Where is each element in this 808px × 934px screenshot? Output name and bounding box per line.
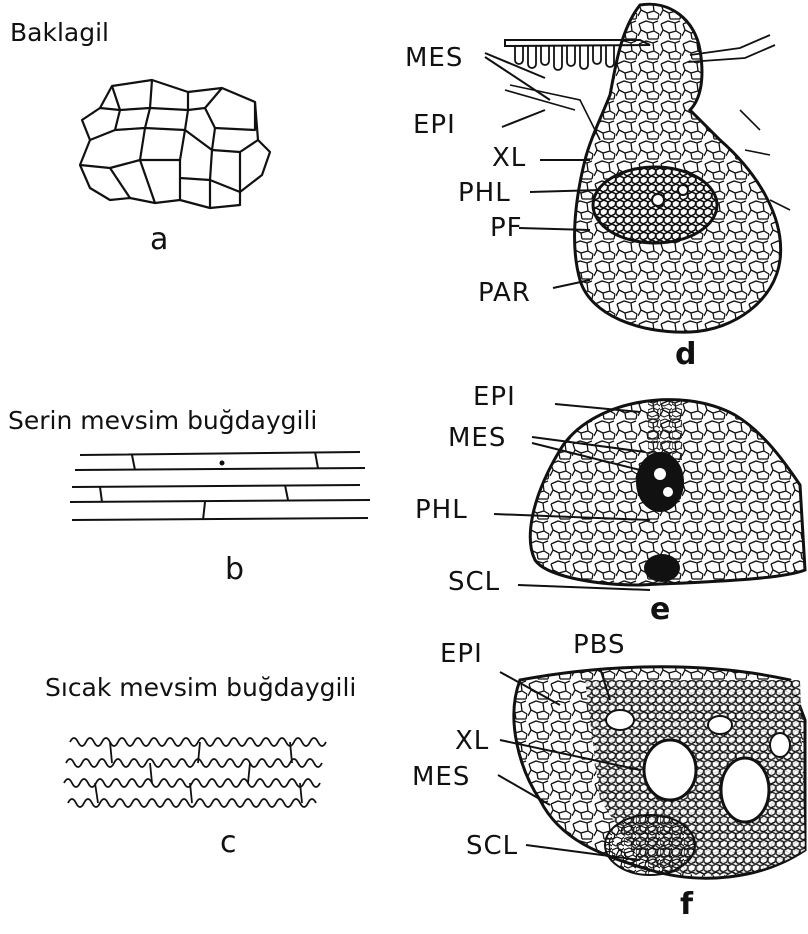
- panel-label-b: b: [225, 555, 244, 585]
- label-f-mes: MES: [412, 764, 470, 790]
- panel-label-c: c: [220, 828, 237, 858]
- label-d-xl: XL: [492, 145, 526, 171]
- label-d-mes: MES: [405, 45, 463, 71]
- label-f-epi: EPI: [440, 641, 483, 667]
- panel-label-d: d: [675, 340, 696, 370]
- label-e-mes: MES: [448, 425, 506, 451]
- panel-a-drawing: [80, 80, 270, 208]
- panel-label-e: e: [650, 595, 670, 625]
- panel-d-drawing: [505, 4, 790, 332]
- label-d-pf: PF: [490, 215, 523, 241]
- label-e-epi: EPI: [473, 384, 516, 410]
- panel-f-drawing: [514, 667, 805, 878]
- legume-heading: Baklagil: [10, 20, 109, 45]
- label-e-phl: PHL: [415, 497, 468, 523]
- cool-grass-heading: Serin mevsim buğdaygili: [8, 408, 317, 433]
- label-e-scl: SCL: [448, 569, 500, 595]
- label-f-xl: XL: [455, 728, 489, 754]
- panel-label-a: a: [150, 225, 168, 255]
- label-f-scl: SCL: [466, 833, 518, 859]
- label-d-epi: EPI: [413, 112, 456, 138]
- label-f-pbs: PBS: [573, 632, 626, 658]
- panel-c-drawing: [64, 738, 326, 807]
- label-d-phl: PHL: [458, 180, 511, 206]
- label-d-par: PAR: [478, 280, 531, 306]
- panel-e-drawing: [530, 400, 805, 585]
- panel-label-f: f: [680, 890, 693, 920]
- panel-b-drawing: [70, 452, 370, 520]
- warm-grass-heading: Sıcak mevsim buğdaygili: [45, 675, 356, 700]
